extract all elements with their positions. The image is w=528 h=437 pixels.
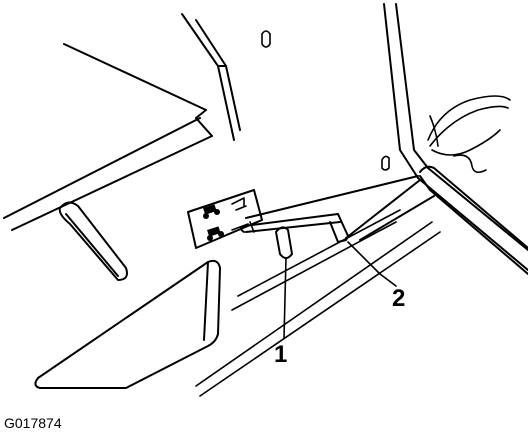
floor-edges [195, 175, 441, 397]
slot-hole-right [381, 155, 390, 171]
lever-rod [240, 213, 349, 243]
foot-plate [34, 259, 221, 389]
wiring-detail [427, 95, 511, 174]
right-frame [383, 3, 528, 275]
slot-hole [261, 30, 271, 48]
tractor-icon-top [203, 204, 220, 219]
callout-leaders [283, 241, 397, 339]
decal-icon [187, 189, 263, 249]
callout-1-label: 1 [274, 341, 287, 368]
figure-id: G017874 [4, 415, 62, 431]
lever-icon [231, 197, 247, 211]
tractor-icon-bottom [207, 226, 224, 241]
grab-handle [58, 201, 128, 281]
callout-2-label: 2 [392, 285, 405, 312]
handle-knob [275, 226, 293, 259]
seat-panel [3, 13, 241, 231]
